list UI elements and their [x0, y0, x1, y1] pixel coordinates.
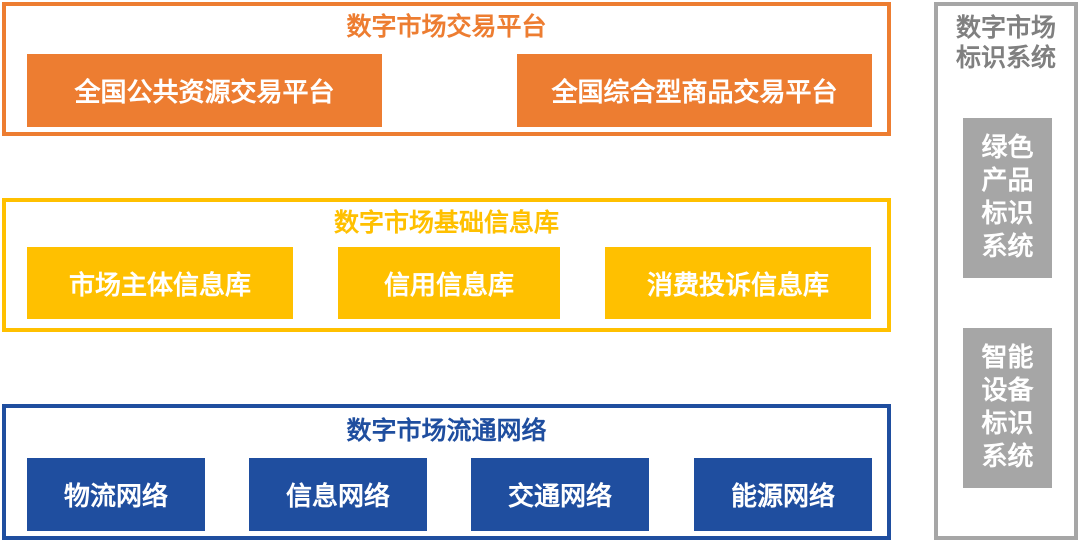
info-database-frame: 数字市场基础信息库 市场主体信息库 信用信息库 消费投诉信息库 [2, 198, 891, 332]
public-resource-trading-platform: 全国公共资源交易平台 [27, 54, 382, 127]
green-product-id-system: 绿色产品标识系统 [963, 118, 1052, 278]
circulation-network-frame: 数字市场流通网络 物流网络 信息网络 交通网络 能源网络 [2, 404, 891, 540]
smart-device-id-system-label: 智能设备标识系统 [981, 343, 1034, 472]
market-entity-database: 市场主体信息库 [27, 247, 293, 319]
transportation-network: 交通网络 [471, 458, 649, 531]
id-system-title: 数字市场 标识系统 [938, 13, 1074, 73]
info-database-title: 数字市场基础信息库 [333, 208, 559, 237]
credit-database: 信用信息库 [338, 247, 560, 319]
consumer-complaint-database: 消费投诉信息库 [605, 247, 871, 319]
logistics-network: 物流网络 [27, 458, 205, 531]
id-system-title-line2: 标识系统 [955, 43, 1056, 72]
id-system-frame: 数字市场 标识系统 绿色产品标识系统 智能设备标识系统 [934, 2, 1078, 540]
green-product-id-system-label: 绿色产品标识系统 [981, 133, 1034, 262]
trading-platform-title: 数字市场交易平台 [346, 12, 547, 41]
information-network: 信息网络 [249, 458, 427, 531]
energy-network: 能源网络 [694, 458, 872, 531]
id-system-title-line1: 数字市场 [955, 13, 1056, 42]
trading-platform-frame: 数字市场交易平台 全国公共资源交易平台 全国综合型商品交易平台 [2, 2, 891, 136]
comprehensive-commodity-trading-platform: 全国综合型商品交易平台 [517, 54, 872, 127]
circulation-network-title: 数字市场流通网络 [346, 416, 547, 445]
smart-device-id-system: 智能设备标识系统 [963, 328, 1052, 488]
